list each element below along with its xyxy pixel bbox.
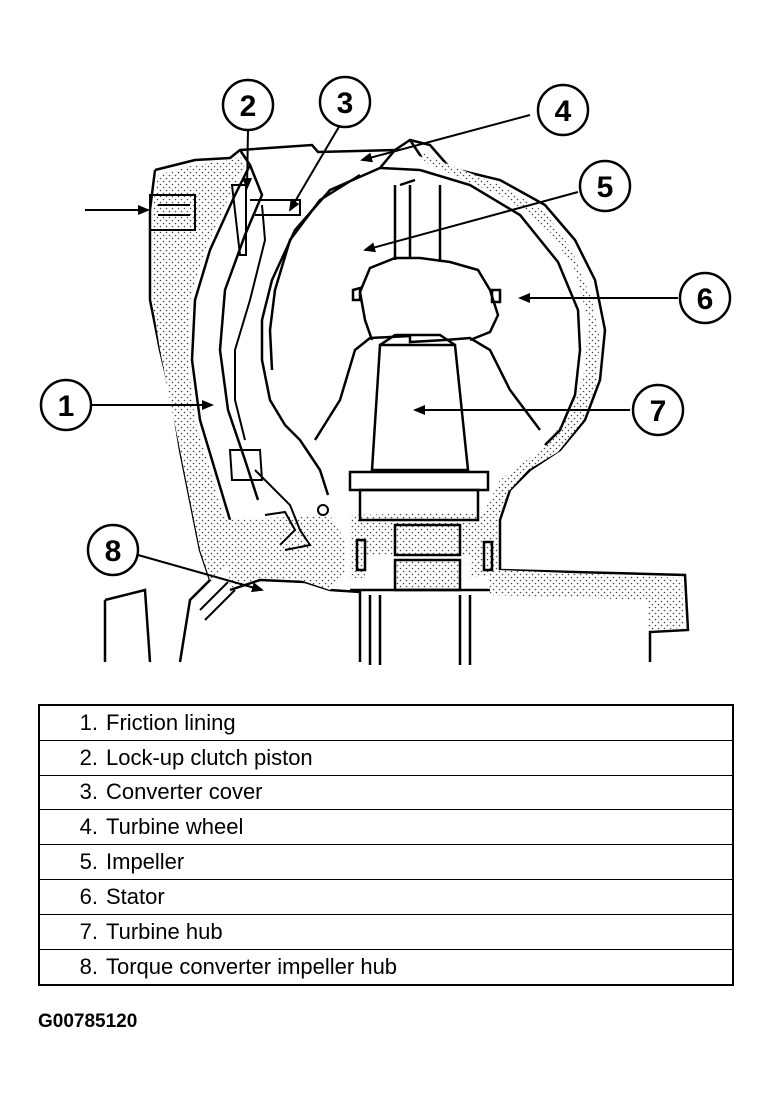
arrow-5: [363, 191, 579, 253]
callout-3: 3: [318, 75, 372, 129]
callout-2: 2: [221, 78, 275, 132]
legend-row-7: 7. Turbine hub: [40, 915, 732, 950]
arrow-2: [242, 129, 253, 190]
housing-fill: [152, 152, 684, 630]
legend-label: Turbine wheel: [106, 814, 244, 840]
legend-number: 7.: [79, 918, 98, 944]
legend-row-1: 1. Friction lining: [40, 706, 732, 741]
svg-text:6: 6: [697, 283, 714, 316]
legend-label: Friction lining: [106, 709, 236, 735]
lockup-clutch-details: [149, 184, 329, 621]
legend-number: 8.: [79, 953, 98, 979]
figure-id: G00785120: [38, 1011, 138, 1032]
legend-row-2: 2. Lock-up clutch piston: [40, 741, 732, 776]
legend-row-6: 6. Stator: [40, 880, 732, 915]
legend-row-5: 5. Impeller: [40, 845, 732, 880]
legend-label: Converter cover: [106, 779, 263, 805]
callout-5: 5: [578, 159, 632, 213]
legend-number: 6.: [79, 883, 98, 909]
svg-text:7: 7: [650, 395, 667, 428]
torque-converter-diagram: 1 2 3 4 5 6 7 8: [39, 75, 732, 665]
legend-label: Lock-up clutch piston: [106, 744, 313, 770]
impeller-bowl: [260, 149, 582, 496]
legend-label: Torque converter impeller hub: [106, 953, 398, 979]
arrow-8: [137, 554, 264, 593]
arrow-4: [360, 114, 531, 163]
legend-number: 4.: [79, 814, 98, 840]
legend-label: Turbine hub: [106, 918, 223, 944]
legend-table: 1. Friction lining 2. Lock-up clutch pis…: [38, 704, 734, 987]
legend-label: Impeller: [106, 849, 185, 875]
svg-text:8: 8: [105, 535, 122, 568]
leader-arrows: [85, 114, 678, 593]
callout-8: 8: [86, 523, 140, 577]
callout-4: 4: [536, 83, 590, 137]
svg-text:5: 5: [597, 171, 614, 204]
svg-text:3: 3: [337, 87, 354, 120]
legend-label: Stator: [106, 883, 165, 909]
legend-row-8: 8. Torque converter impeller hub: [40, 950, 732, 985]
stator-hub: [348, 333, 494, 665]
callout-6: 6: [678, 271, 732, 325]
legend-number: 1.: [79, 709, 98, 735]
legend-row-3: 3. Converter cover: [40, 776, 732, 811]
callout-1: 1: [39, 378, 93, 432]
svg-text:4: 4: [555, 95, 572, 128]
legend-number: 2.: [79, 744, 98, 770]
arrow-3: [288, 124, 341, 212]
callout-7: 7: [631, 383, 685, 437]
svg-text:1: 1: [58, 390, 75, 423]
legend-number: 3.: [79, 779, 98, 805]
legend-number: 5.: [79, 849, 98, 875]
svg-text:2: 2: [240, 90, 257, 123]
legend-row-4: 4. Turbine wheel: [40, 810, 732, 846]
